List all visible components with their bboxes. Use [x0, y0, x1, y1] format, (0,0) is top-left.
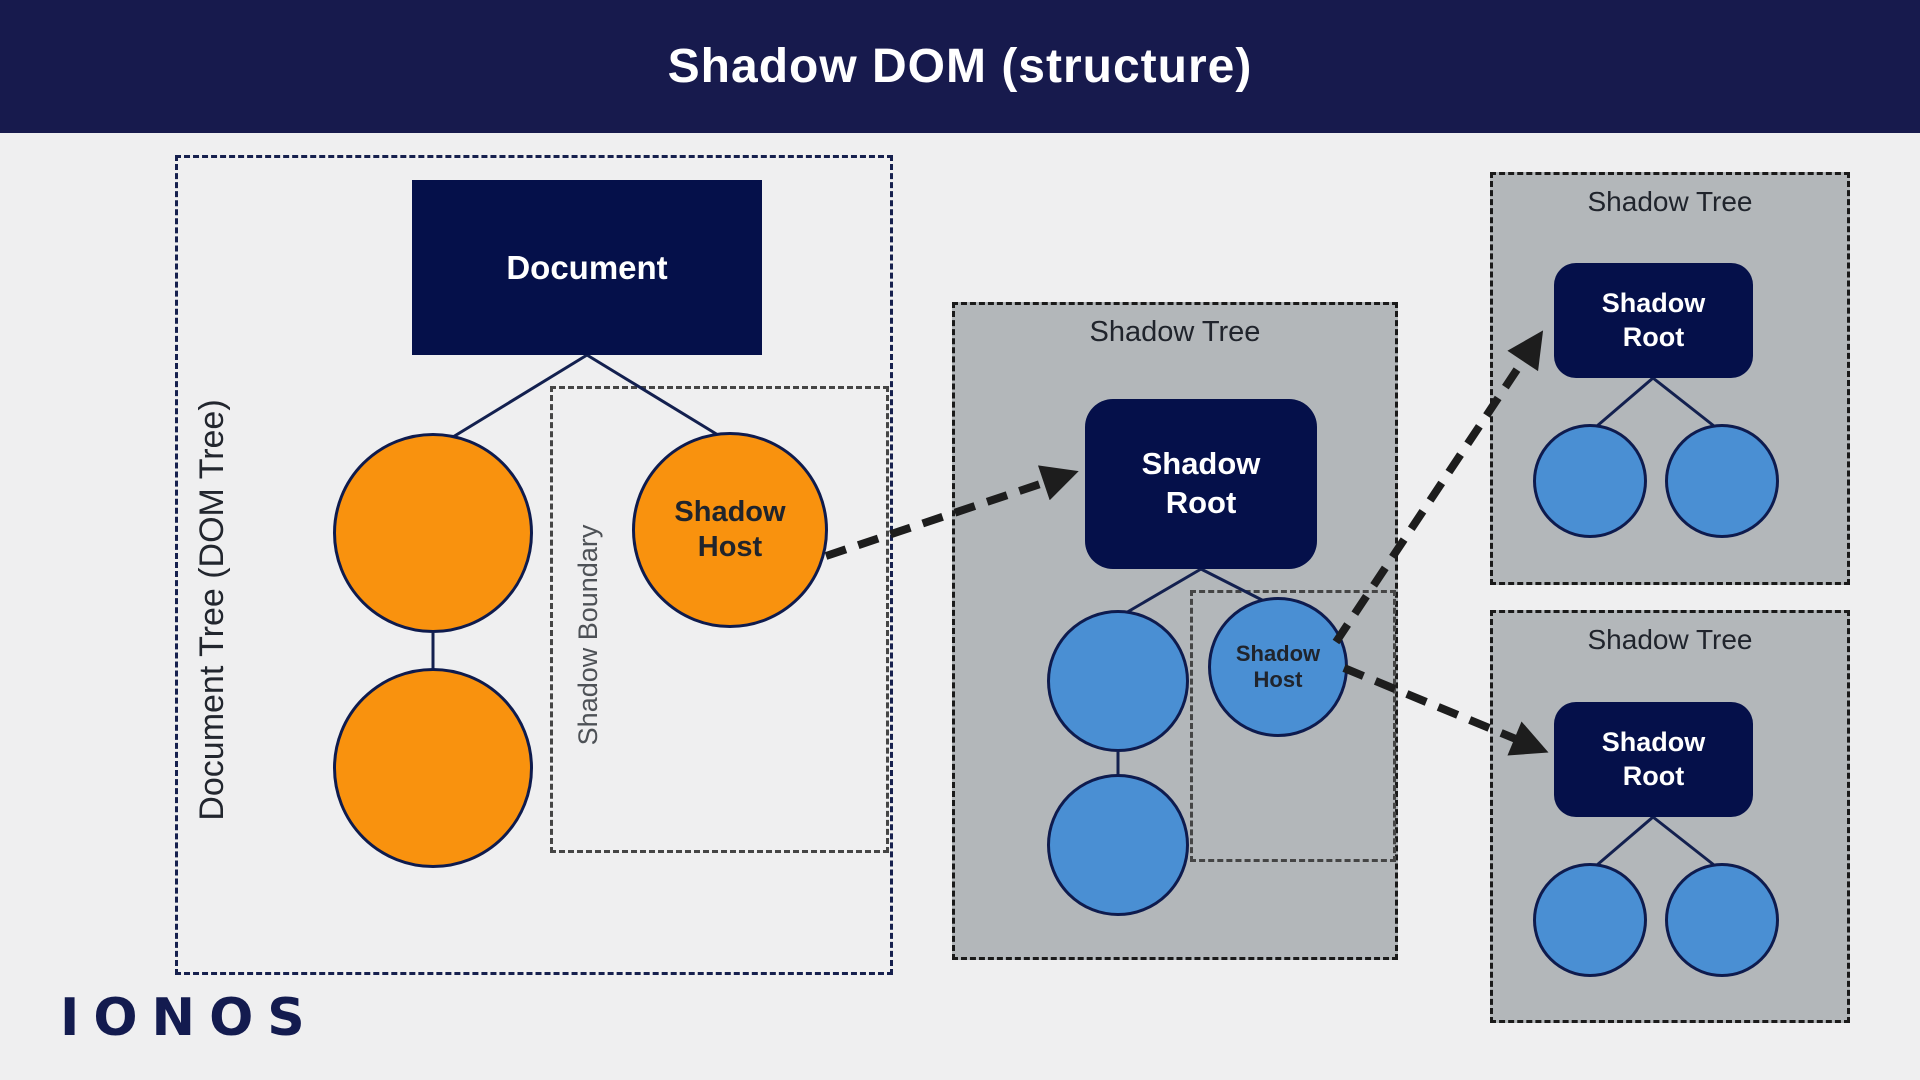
header-bar: Shadow DOM (structure) — [0, 0, 1920, 133]
nested-shadow-host-label: Shadow Host — [1235, 640, 1321, 692]
shadow-root-node-main: Shadow Root — [1085, 399, 1317, 569]
shadow-child-node-tr-2 — [1665, 424, 1779, 538]
shadow-root-top-right-label: Shadow Root — [1601, 287, 1706, 352]
shadow-boundary-frame — [550, 386, 889, 853]
shadow-root-node-top-right: Shadow Root — [1554, 263, 1753, 378]
top-right-shadow-tree-frame — [1490, 172, 1850, 585]
document-tree-frame-label: Document Tree (DOM Tree) — [193, 399, 231, 821]
document-tree-frame — [175, 155, 893, 975]
shadow-boundary-label: Shadow Boundary — [573, 524, 603, 746]
page-title: Shadow DOM (structure) — [667, 40, 1253, 93]
bottom-right-shadow-tree-label: Shadow Tree — [1587, 624, 1753, 655]
shadow-child-node-main-1 — [1047, 610, 1189, 752]
document-node: Document — [412, 180, 762, 355]
shadow-root-node-bottom-right: Shadow Root — [1554, 702, 1753, 817]
shadow-root-bottom-right-label: Shadow Root — [1601, 726, 1706, 791]
ionos-logo: IONOS — [60, 988, 319, 1048]
dom-child-node-2 — [333, 668, 533, 868]
dom-child-node-1 — [333, 433, 533, 633]
shadow-host-node: Shadow Host — [632, 432, 828, 628]
nested-shadow-host-node: Shadow Host — [1208, 597, 1348, 737]
shadow-root-main-label: Shadow Root — [1141, 446, 1261, 520]
main-shadow-tree-label: Shadow Tree — [1089, 316, 1261, 348]
shadow-host-node-label: Shadow Host — [674, 496, 786, 563]
shadow-child-node-main-2 — [1047, 774, 1189, 916]
shadow-child-node-tr-1 — [1533, 424, 1647, 538]
shadow-child-node-br-1 — [1533, 863, 1647, 977]
top-right-shadow-tree-label: Shadow Tree — [1587, 186, 1753, 217]
shadow-child-node-br-2 — [1665, 863, 1779, 977]
document-node-label: Document — [506, 248, 668, 286]
